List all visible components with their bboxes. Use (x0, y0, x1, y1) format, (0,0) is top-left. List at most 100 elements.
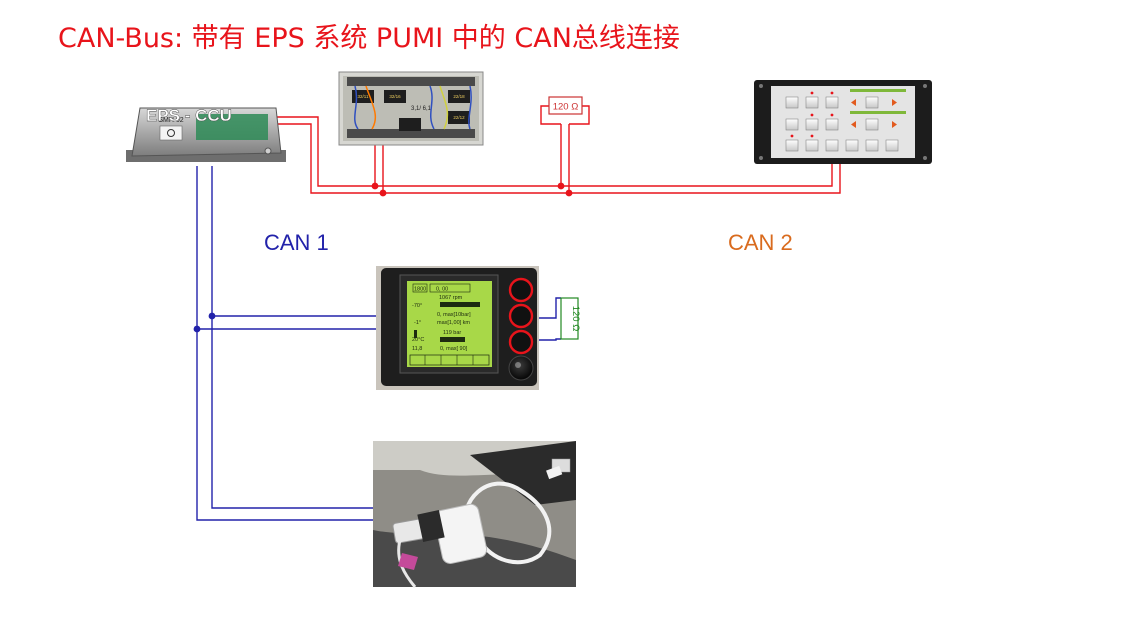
keypad-button (865, 96, 879, 109)
lcd-value: 0, max[10bar] (437, 312, 471, 318)
display-lcd (407, 281, 492, 367)
keypad-buttons (785, 96, 899, 152)
page-title: CAN-Bus: 带有 EPS 系统 PUMI 中的 CAN总线连接 (58, 23, 680, 54)
eps-ccu-unit: SMH 02 EPS - CCU (126, 106, 286, 162)
resistor-body (560, 297, 579, 340)
keypad-led-rows (850, 89, 906, 114)
terminator-resistor-can1: 120 Ω (560, 297, 581, 340)
io-wire (429, 85, 435, 130)
lcd-softkey-row (409, 354, 490, 366)
keypad-screw-icon (759, 84, 763, 88)
resistor-label: 120 Ω (553, 102, 579, 113)
ecu-label: EPS - CCU (146, 106, 232, 125)
io-wire (354, 85, 359, 130)
keypad-led (830, 113, 834, 117)
can2-terminator-lead (540, 105, 561, 125)
keypad-arrow-right-icon (892, 121, 897, 128)
keypad-button (805, 139, 819, 152)
can2-terminator-lead-2 (569, 105, 590, 125)
io-chip-label: 22/18 (453, 94, 465, 99)
can2-wire-high (268, 116, 833, 187)
io-chip-label: 3,1/ 6,1 (411, 106, 432, 112)
keypad-arrows (851, 99, 897, 128)
io-board: 32/11 32/16 22/18 22/12 3,1/ 6,1 (338, 71, 484, 146)
can1-junction (193, 325, 201, 333)
can2-junction (557, 182, 565, 190)
io-chip (384, 90, 406, 103)
display-buttons (508, 277, 534, 381)
keypad-led-row (850, 89, 906, 92)
display-unit: 1800 0, 00 1067 rpm -70° -1° 0, max[10ba… (376, 266, 539, 390)
lcd-value: -70° (412, 303, 422, 309)
ecu-sticker-text: SMH 02 (158, 117, 183, 124)
keypad-button (805, 118, 819, 131)
lcd-value: max[1,00] km (437, 320, 470, 326)
lcd-value: 0, 00 (436, 287, 448, 293)
can2-junction (379, 189, 387, 197)
encoder-knob-icon (508, 355, 534, 381)
keypad-button (865, 139, 879, 152)
display-button (508, 303, 534, 329)
keypad-button (885, 139, 899, 152)
resistor-body (548, 96, 583, 115)
lcd-value: 20°C (412, 337, 424, 343)
lcd-thermometer-icon (414, 330, 417, 338)
usb-plug-icon (546, 465, 563, 480)
keypad-button (825, 118, 839, 131)
can2-junctions (371, 182, 573, 197)
lcd-box (429, 283, 471, 293)
lcd-value: 1067 rpm (439, 295, 463, 301)
dsub-backshell (417, 510, 445, 542)
can1-junctions (193, 312, 216, 333)
terminal-strip-top (347, 77, 475, 86)
can1-terminator-lead (538, 297, 561, 319)
io-wire (439, 85, 449, 130)
keypad-led (810, 113, 814, 117)
keypad-led (790, 134, 794, 138)
io-wire (365, 85, 377, 130)
resistor-label: 120 Ω (570, 306, 581, 332)
keypad-button (785, 139, 799, 152)
ecu-connector-icon (167, 129, 175, 137)
keypad-button (825, 139, 839, 152)
keypad-leds (790, 91, 834, 138)
ecu-sticker (159, 125, 183, 141)
io-chip-label: 22/12 (453, 115, 465, 120)
can2-junction (565, 189, 573, 197)
keypad-screw-icon (923, 84, 927, 88)
io-chip-labels: 32/11 32/16 22/18 22/12 (358, 94, 466, 120)
terminal-strip-bottom (347, 129, 475, 138)
keypad-button (845, 139, 859, 152)
usb-can-adapter (373, 441, 576, 588)
io-chip (448, 111, 470, 124)
can2-label: CAN 2 (728, 230, 793, 255)
keypad-screw-icon (923, 156, 927, 160)
lcd-bar (440, 302, 480, 307)
keypad-led (810, 134, 814, 138)
lcd-value: 11,8 (412, 346, 422, 352)
usb-cable-icon (463, 481, 552, 565)
display-button (508, 329, 534, 355)
can1-wire-low (196, 166, 376, 521)
keypad-button (785, 118, 799, 131)
keypad-led (830, 91, 834, 95)
io-chip-label: 32/11 (358, 94, 369, 99)
lcd-value: 0, max[ 90] (440, 346, 468, 352)
keypad-button (785, 96, 799, 109)
ecu-sticker-green (196, 114, 268, 140)
io-chip (399, 118, 421, 131)
can1-wire-high (211, 166, 376, 509)
ecu-screw-icon (264, 147, 272, 155)
laptop-corner (470, 441, 576, 505)
keypad-arrow-right-icon (892, 99, 897, 106)
keypad-button (865, 118, 879, 131)
display-button (508, 277, 534, 303)
can2-junction (371, 182, 379, 190)
can-cable-tag (398, 553, 418, 570)
io-wire (468, 85, 472, 130)
io-chip-label: 32/16 (389, 94, 401, 99)
keypad-led (810, 91, 814, 95)
can1-label: CAN 1 (264, 230, 329, 255)
encoder-knob-highlight (515, 362, 521, 368)
